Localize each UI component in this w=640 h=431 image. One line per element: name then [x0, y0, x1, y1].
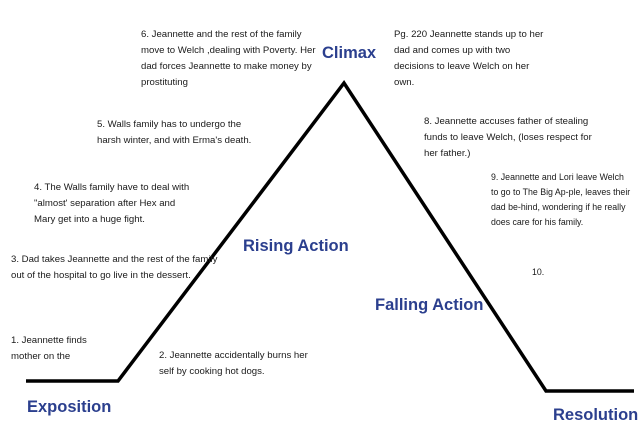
event-3-note: 3. Dad takes Jeannette and the rest of t… [11, 254, 218, 281]
event-5-note: 5. Walls family has to undergo the harsh… [97, 119, 252, 146]
exposition-label: Exposition [27, 398, 112, 416]
event-4-note: 4. The Walls family have to deal with "a… [34, 182, 190, 225]
event-6-note: 6. Jeannette and the rest of the family … [141, 29, 316, 88]
climax-label: Climax [322, 44, 377, 62]
event-7-climax-note: Pg. 220 Jeannette stands up to her dad a… [394, 29, 544, 88]
event-2-note: 2. Jeannette accidentally burns her self… [159, 350, 308, 377]
resolution-label: Resolution [553, 406, 639, 424]
plot-line [26, 79, 634, 393]
event-9-note: 9. Jeannette and Lori leave Welch to go … [491, 172, 631, 227]
rising-action-label: Rising Action [243, 237, 349, 255]
falling-action-label: Falling Action [375, 296, 484, 314]
event-1-note: 1. Jeannette finds mother on the [11, 335, 87, 362]
event-10-note: 10. [532, 267, 545, 277]
event-8-note: 8. Jeannette accuses father of stealing … [424, 116, 592, 159]
